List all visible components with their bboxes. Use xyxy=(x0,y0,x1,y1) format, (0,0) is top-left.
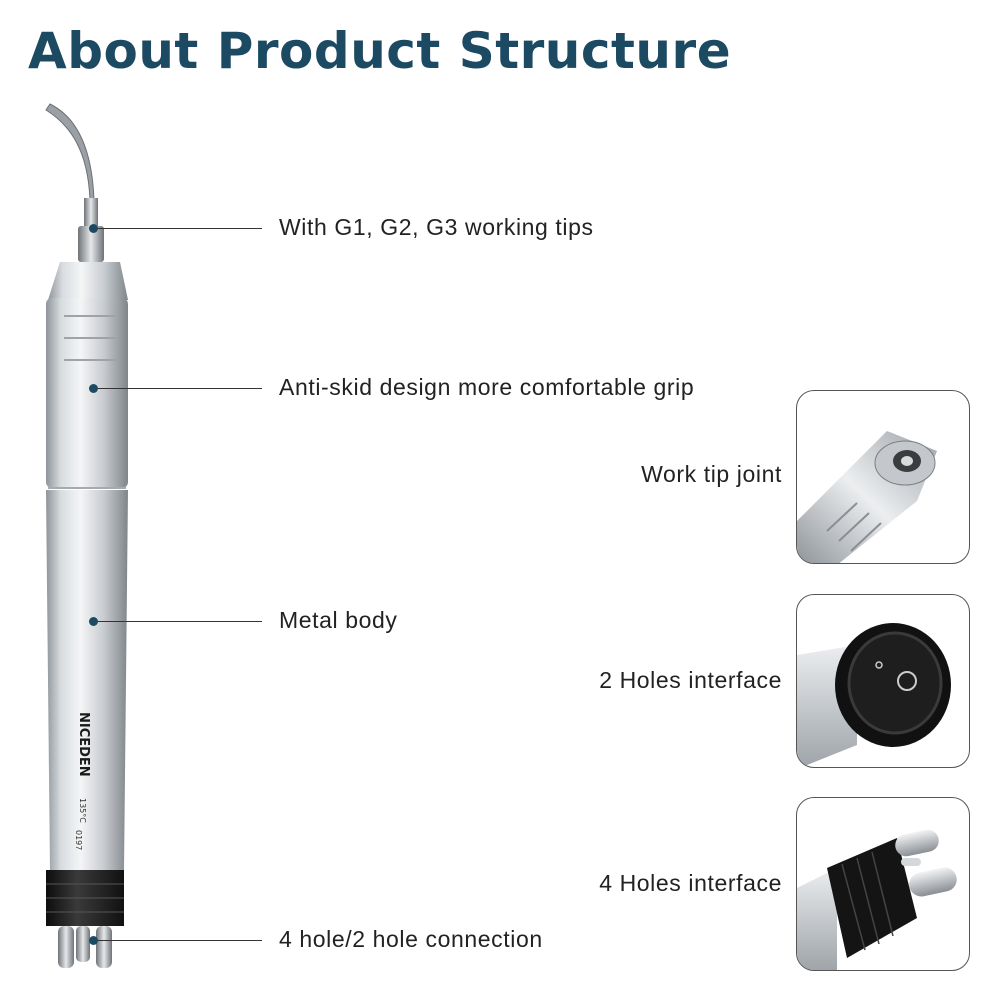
callout-dot-working-tips xyxy=(89,224,98,233)
brand-engraving: NICEDEN xyxy=(76,712,91,777)
working-tip xyxy=(45,103,95,201)
detail-label-four-holes: 4 Holes interface xyxy=(599,870,782,896)
callout-dot-connection xyxy=(89,936,98,945)
callout-label-working-tips: With G1, G2, G3 working tips xyxy=(279,214,594,240)
work-tip-joint-image xyxy=(797,431,937,563)
detail-card-work-tip-joint xyxy=(796,390,970,564)
callout-dot-body xyxy=(89,617,98,626)
detail-card-two-holes xyxy=(796,594,970,768)
callout-line-connection xyxy=(98,940,262,941)
callout-label-grip: Anti-skid design more comfortable grip xyxy=(279,374,695,400)
detail-label-work-tip-joint: Work tip joint xyxy=(641,461,782,487)
callout-line-body xyxy=(98,621,262,622)
scaler-handpiece-image: NICEDEN 135°C 0197 xyxy=(45,103,128,968)
detail-label-two-holes: 2 Holes interface xyxy=(599,667,782,693)
callout-label-body: Metal body xyxy=(279,607,398,633)
callout-label-connection: 4 hole/2 hole connection xyxy=(279,926,543,952)
detail-card-four-holes xyxy=(796,797,970,971)
page-title: About Product Structure xyxy=(28,22,732,80)
code-engraving: 0197 xyxy=(74,830,83,850)
four-holes-interface-image xyxy=(797,829,957,970)
callout-line-working-tips xyxy=(98,228,262,229)
two-holes-interface-image xyxy=(797,623,951,767)
callout-dot-grip xyxy=(89,384,98,393)
callout-line-grip xyxy=(98,388,262,389)
sterilization-engraving: 135°C xyxy=(78,798,87,823)
